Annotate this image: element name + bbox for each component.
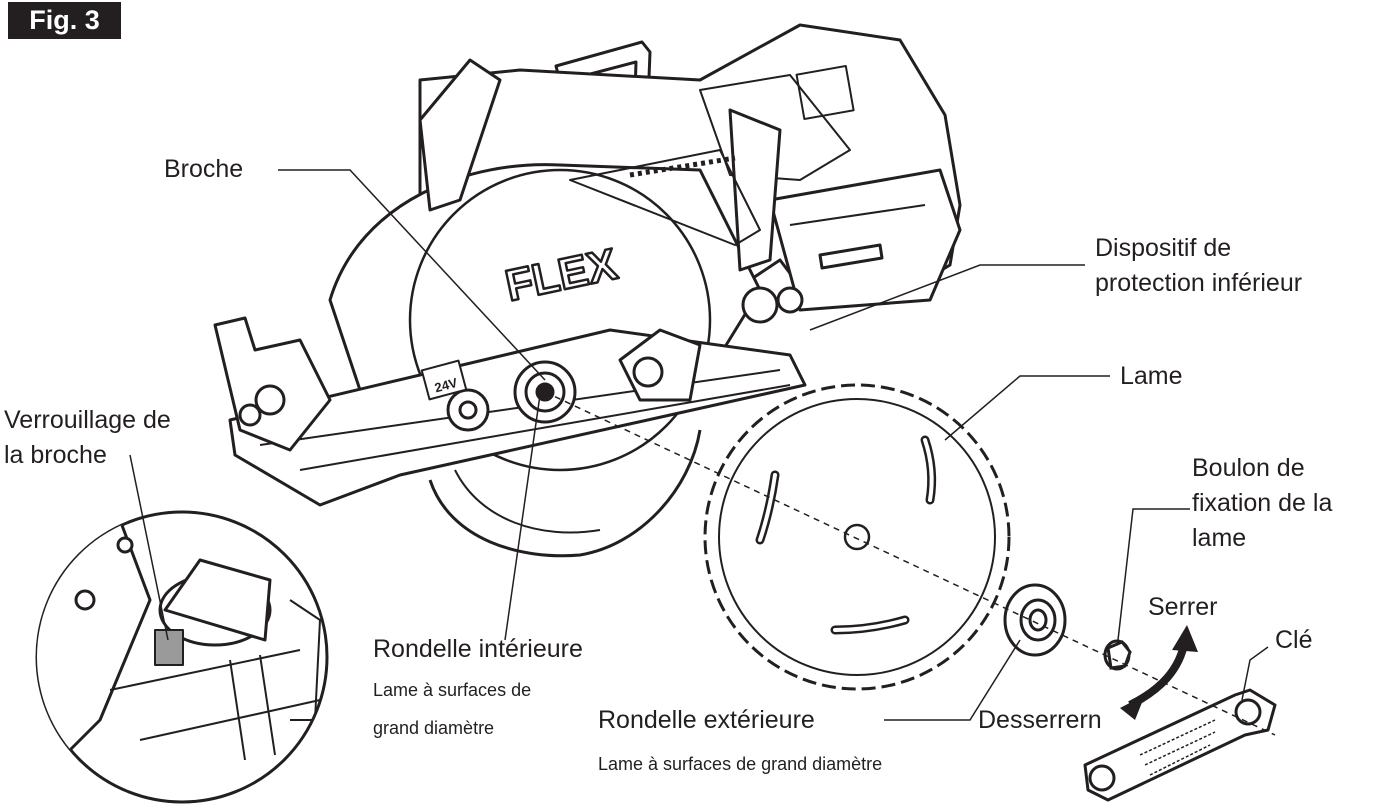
assembly-axis [544, 391, 1276, 736]
voltage-text: 24V [433, 375, 460, 396]
voltage-badge [420, 359, 468, 401]
leader-protection [809, 264, 1085, 331]
leader-cle [1241, 646, 1269, 701]
label-rondelle-interieure-note-line2: grand diamètre [373, 718, 495, 738]
outer-washer [1003, 583, 1067, 657]
label-boulon-line1: Boulon de [1192, 454, 1305, 482]
label-lame: Lame [1120, 362, 1183, 390]
label-cle: Clé [1275, 626, 1313, 654]
lower-blade [428, 429, 702, 558]
leader-broche [278, 169, 546, 381]
blade-bolt [1103, 639, 1132, 671]
saw-blade [703, 383, 1011, 691]
leader-inner-washer [504, 394, 541, 641]
arrow-head-loosen [1120, 695, 1145, 720]
label-protection-line2: protection inférieur [1095, 269, 1303, 297]
label-protection-line1: Dispositif de [1095, 234, 1232, 262]
leader-lame [944, 375, 1110, 441]
bevel-scale [569, 149, 761, 246]
blade-arbor-hole [843, 523, 871, 551]
leader-outer-washer [884, 639, 1021, 721]
label-broche: Broche [164, 155, 244, 183]
figure-badge: Fig. 3 [8, 2, 121, 39]
label-rondelle-interieure-note-line1: Lame à surfaces de [373, 680, 532, 700]
label-rondelle-interieure: Rondelle intérieure [373, 635, 583, 663]
lock-button-shaded [154, 629, 184, 666]
rear-lever [418, 58, 502, 212]
label-verrouillage-line1: Verrouillage de [4, 406, 171, 434]
spindle-lock-detail [35, 510, 329, 804]
depth-knob [741, 286, 779, 324]
label-rondelle-exterieure: Rondelle extérieure [598, 706, 815, 734]
label-desserrer: Desserrern [978, 706, 1102, 734]
leader-verrouillage [129, 454, 169, 641]
label-rondelle-exterieure-note: Lame à surfaces de grand diamètre [598, 754, 883, 774]
label-serrer: Serrer [1148, 593, 1218, 621]
leader-lines [129, 169, 1269, 721]
depth-lever [728, 108, 782, 272]
leader-boulon [1117, 508, 1190, 641]
arrow-head-tighten [1172, 625, 1198, 652]
label-boulon-line2: fixation de la [1192, 489, 1333, 517]
label-verrouillage-line2: la broche [4, 441, 107, 469]
blade-wrench [1083, 688, 1277, 802]
circular-saw: FLEX 24V [213, 23, 962, 558]
label-boulon-line3: lame [1192, 524, 1247, 552]
battery-label [818, 243, 884, 270]
